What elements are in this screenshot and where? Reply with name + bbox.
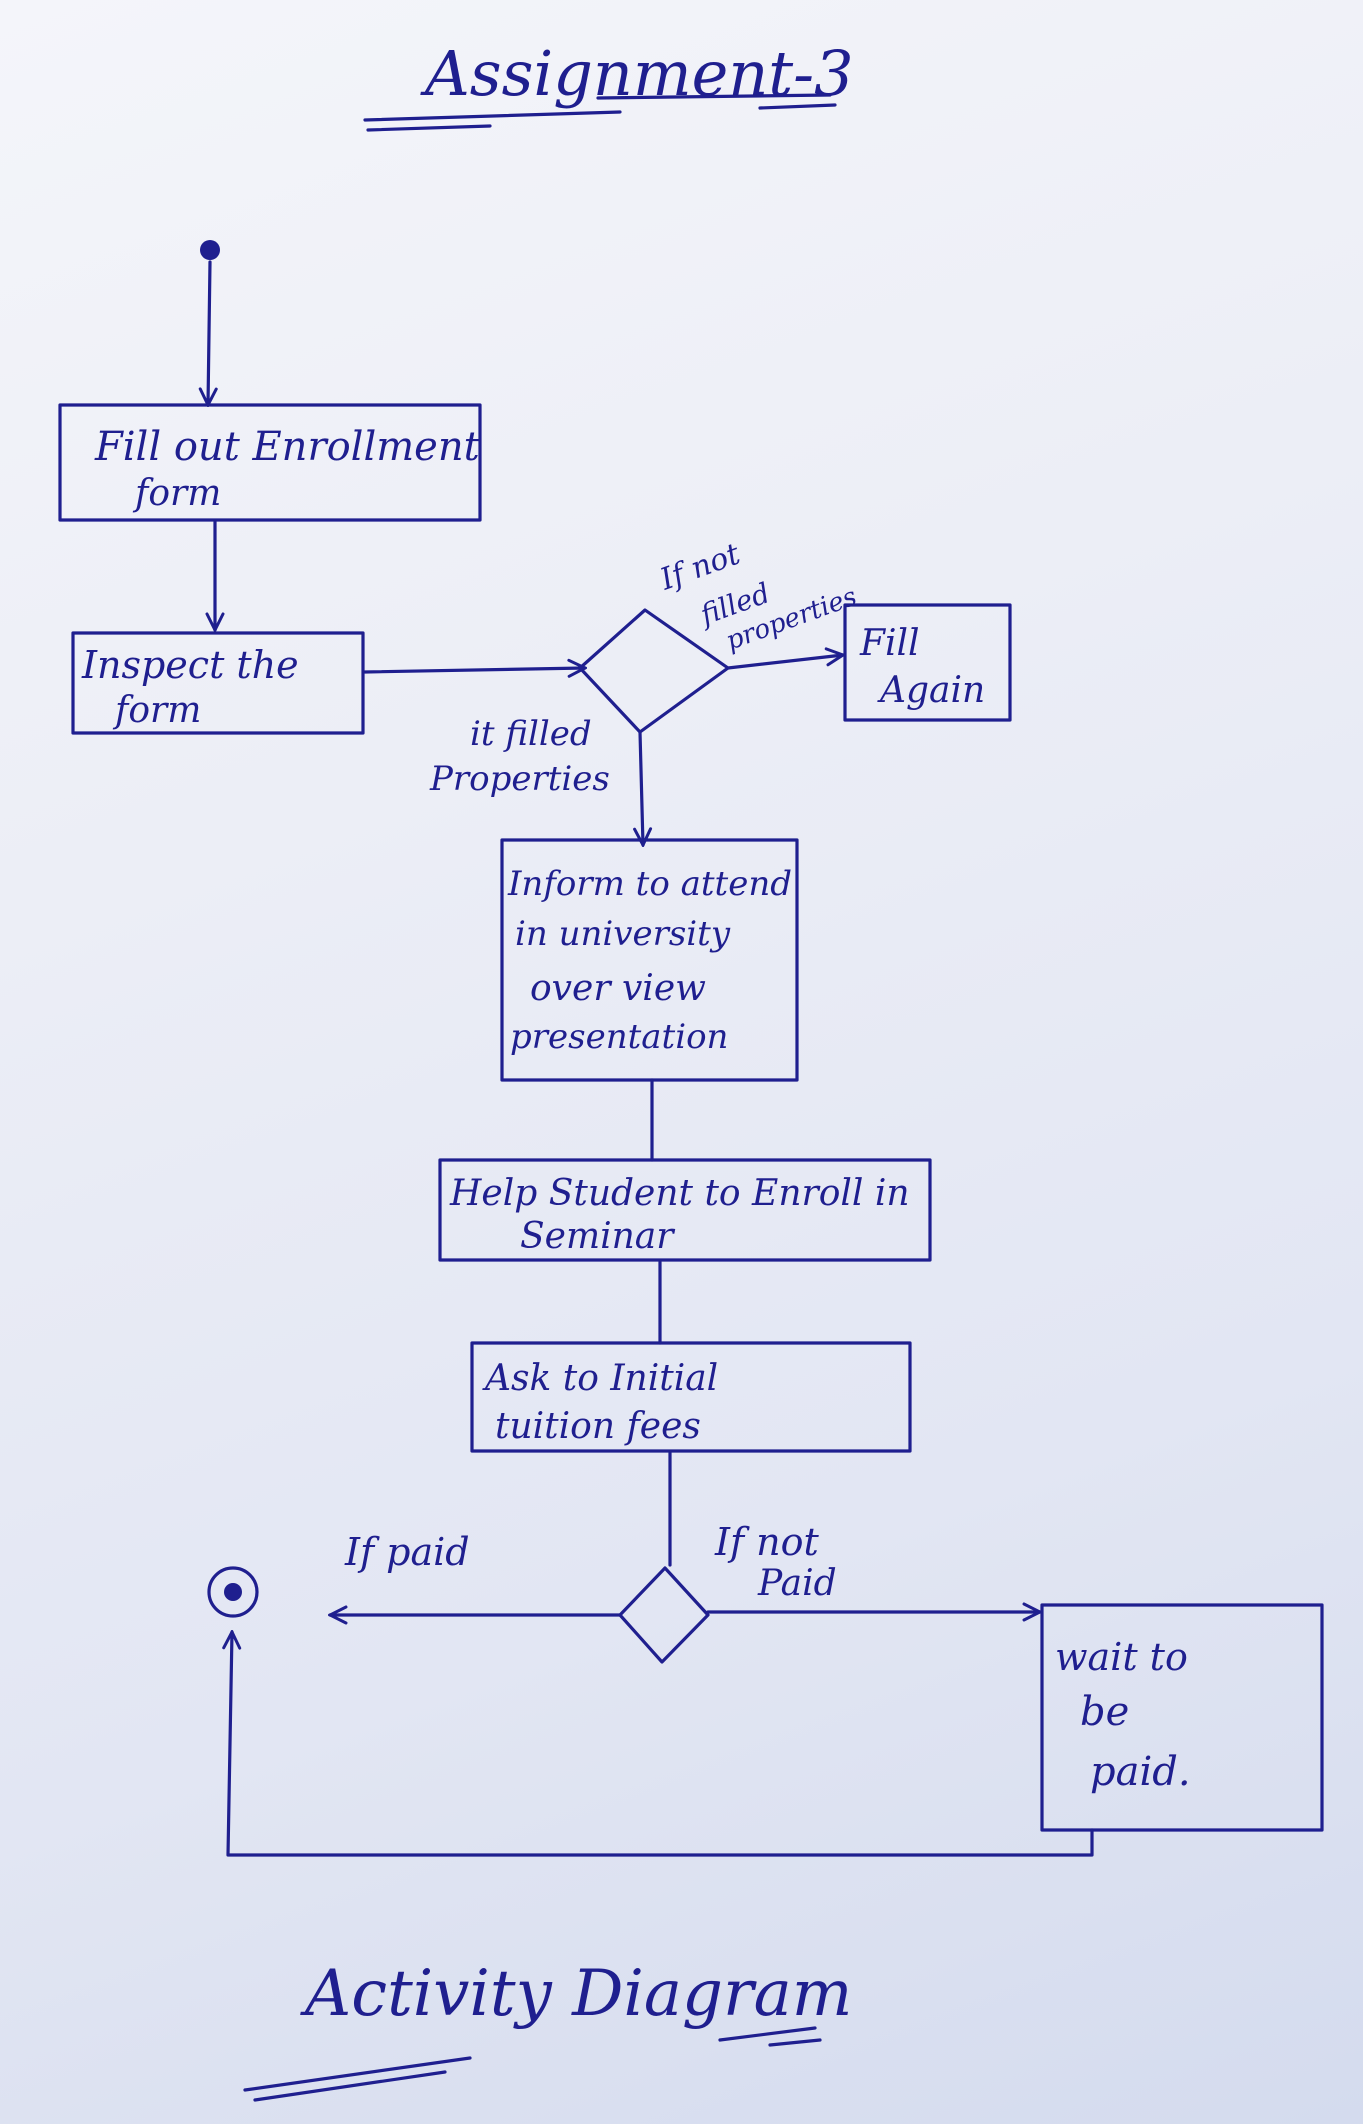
help-line-2: Seminar bbox=[520, 1216, 675, 1257]
initial-node bbox=[200, 240, 220, 260]
wait-line-1: wait to bbox=[1055, 1635, 1188, 1679]
ask-line-1: Ask to Initial bbox=[482, 1358, 718, 1399]
inform-line-1: Inform to attend bbox=[507, 864, 792, 904]
title-underline bbox=[363, 93, 837, 132]
diagram-caption: Activity Diagram bbox=[300, 1957, 852, 2031]
action-inform-presentation bbox=[500, 838, 799, 1082]
action-fill-form bbox=[58, 403, 482, 522]
fill-form-line-1: Fill out Enrollment bbox=[94, 424, 481, 470]
edge-inspect-to-decision bbox=[363, 668, 585, 672]
edge-start-to-fill bbox=[208, 260, 210, 405]
action-help-enroll bbox=[438, 1158, 932, 1262]
label-not-paid-2: Paid bbox=[757, 1563, 837, 1604]
decision-payment bbox=[618, 1566, 710, 1664]
wait-line-2: be bbox=[1080, 1689, 1129, 1735]
edge-wait-to-final bbox=[228, 1632, 1094, 1857]
edge-not-filled bbox=[726, 655, 843, 670]
action-fill-again bbox=[843, 603, 1012, 722]
inform-line-2: in university bbox=[515, 914, 731, 954]
label-filled-1: it filled bbox=[470, 714, 592, 754]
label-filled-2: Properties bbox=[429, 759, 610, 799]
edge-filled bbox=[640, 730, 643, 845]
fill-form-line-2: form bbox=[132, 473, 221, 514]
action-wait-payment bbox=[1040, 1603, 1324, 1832]
inform-line-3: over view bbox=[530, 968, 706, 1009]
wait-line-3: paid. bbox=[1090, 1749, 1191, 1795]
inspect-line-2: form bbox=[112, 690, 201, 731]
fill-again-line-1: Fill bbox=[859, 623, 920, 664]
inform-line-4: presentation bbox=[510, 1017, 728, 1057]
fill-again-line-2: Again bbox=[877, 670, 985, 711]
label-paid: If paid bbox=[344, 1530, 470, 1574]
ask-line-2: tuition fees bbox=[495, 1406, 701, 1447]
final-node bbox=[207, 1566, 259, 1618]
caption-underline bbox=[243, 2026, 822, 2102]
help-line-1: Help Student to Enroll in bbox=[449, 1173, 910, 1214]
action-ask-fees bbox=[470, 1341, 912, 1453]
label-not-paid-1: If not bbox=[714, 1520, 820, 1564]
inspect-line-1: Inspect the bbox=[81, 643, 299, 687]
action-inspect-form bbox=[71, 631, 365, 735]
